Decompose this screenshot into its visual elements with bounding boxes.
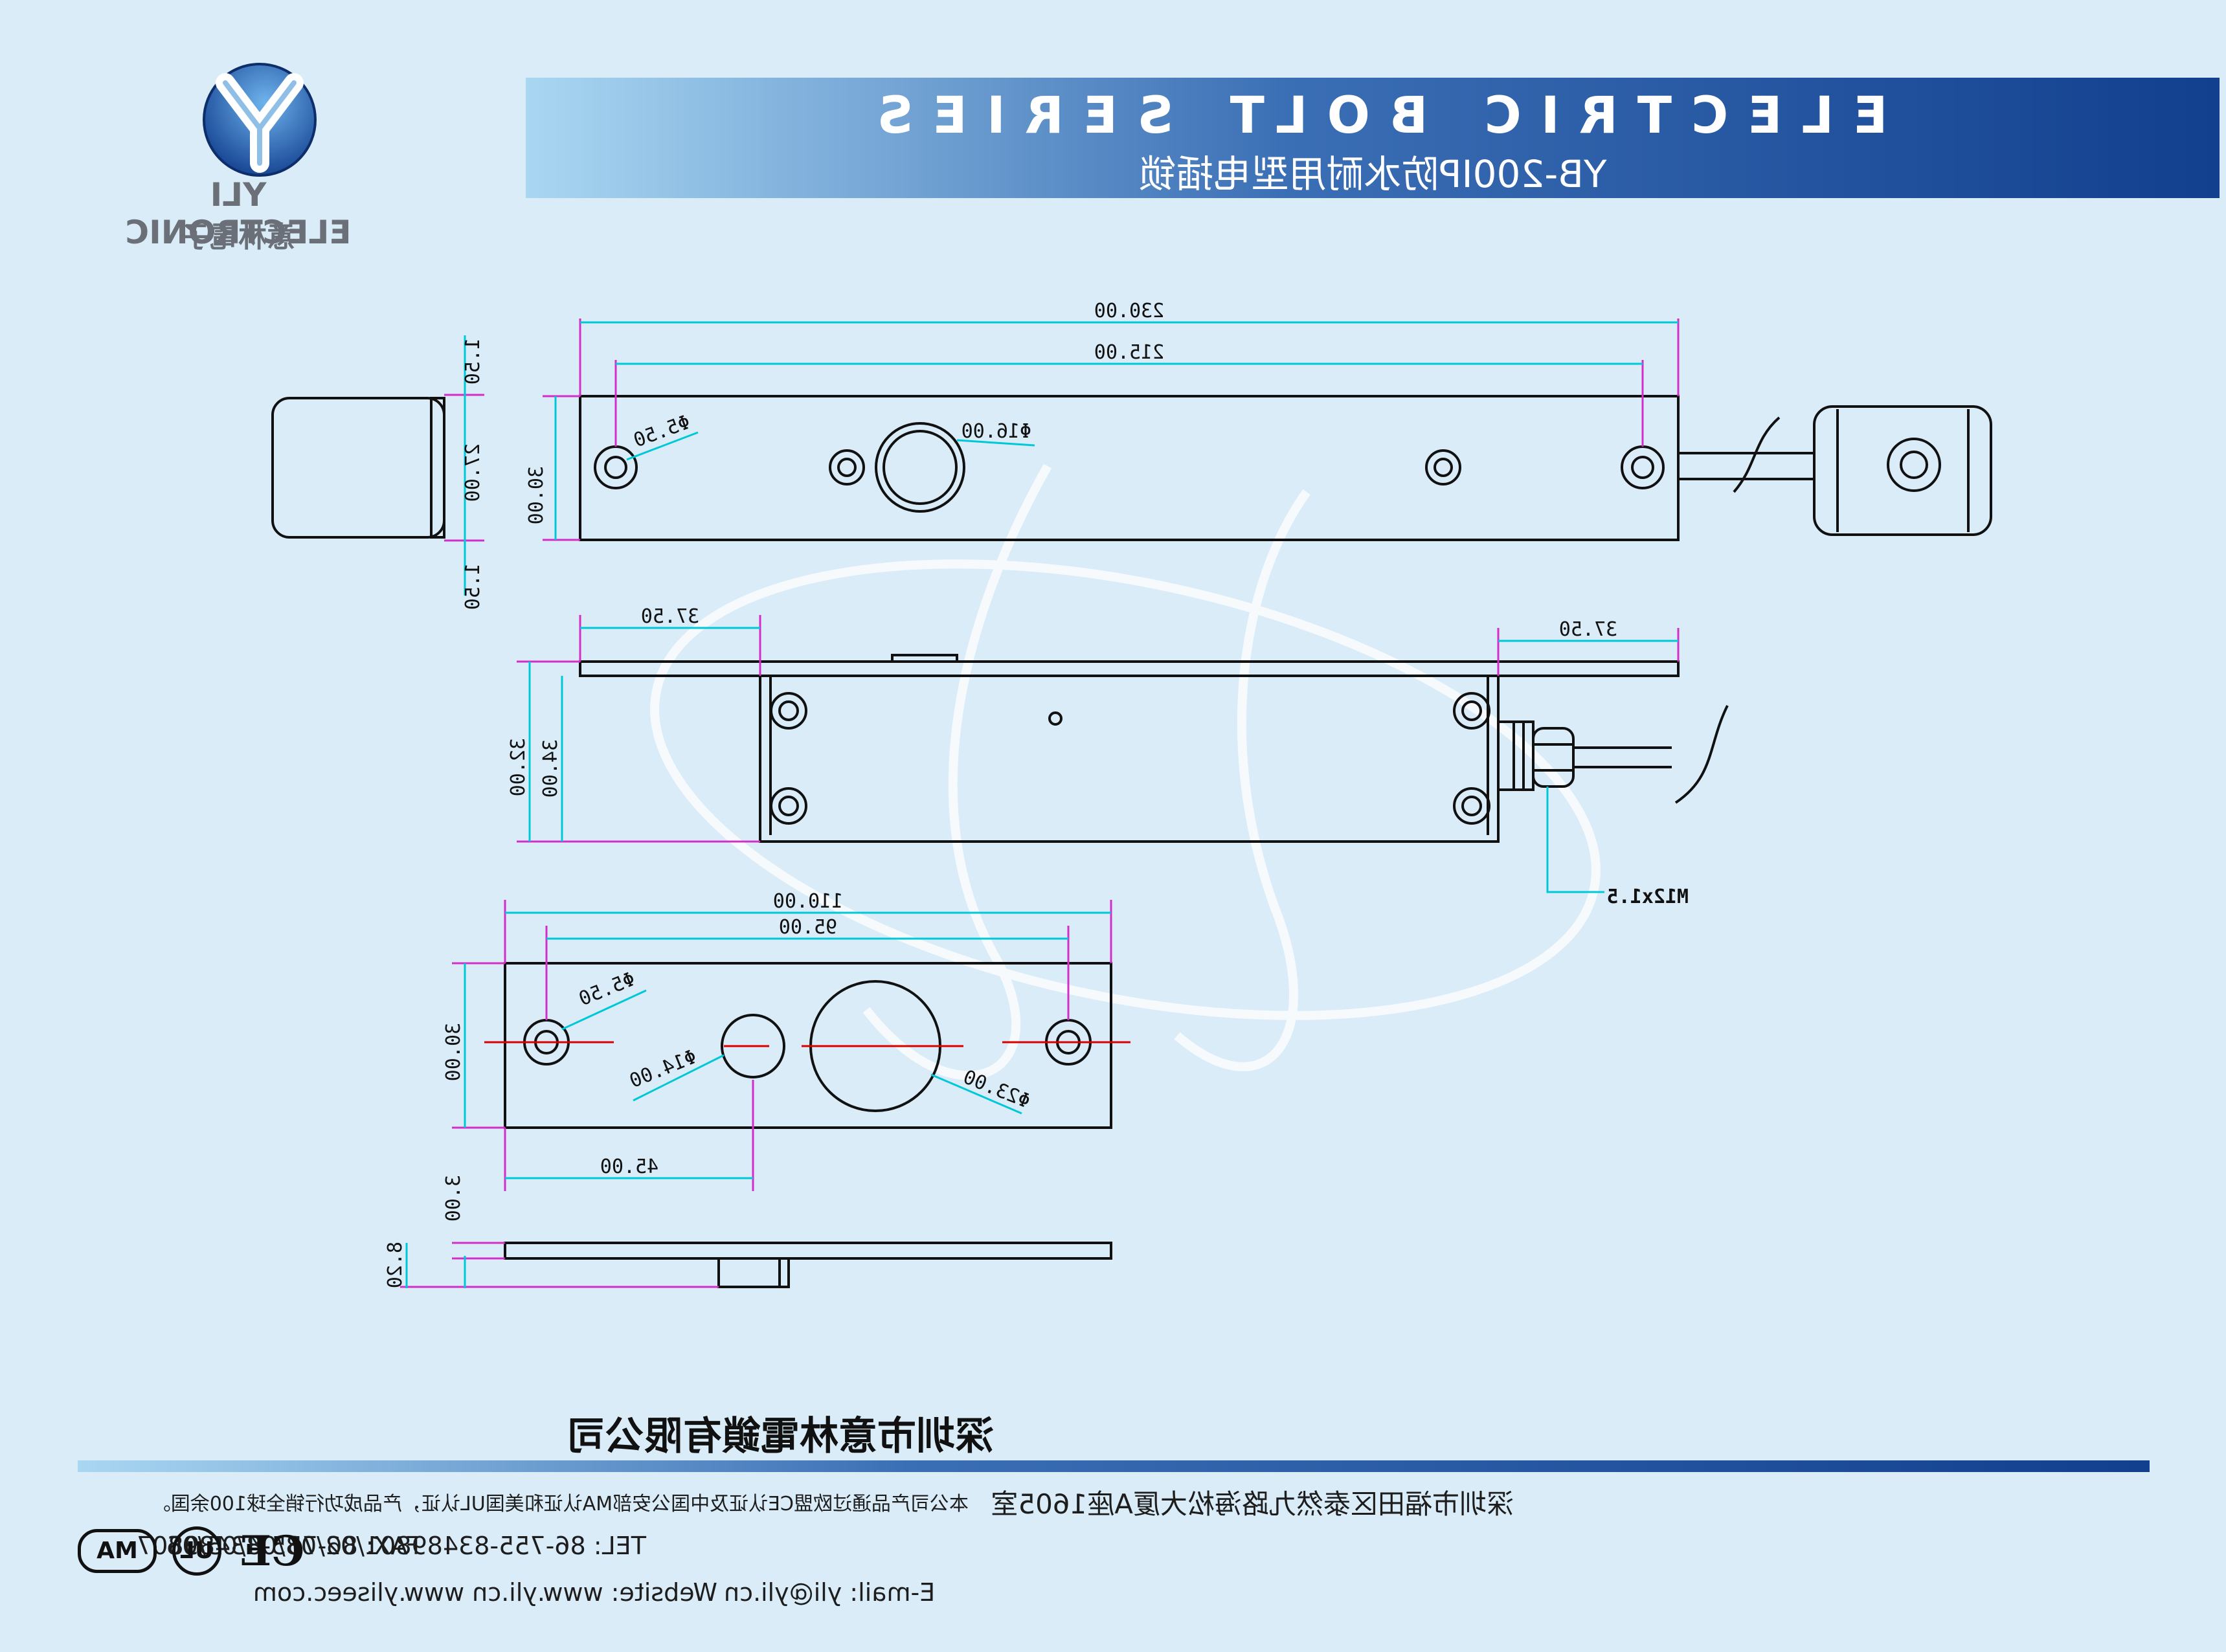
ce-mark-icon: CE — [240, 1527, 304, 1576]
yli-watermark — [650, 463, 1601, 1080]
dim-bolt-dia: Φ16.00 — [961, 420, 1031, 443]
ma-mark-icon: MA — [78, 1529, 157, 1573]
dim-body-height: 34.00 — [539, 739, 562, 798]
dimension-labels: 230.00 215.00 Φ16.00 Φ5.50 30.00 1.50 27… — [384, 300, 1689, 1288]
dim-right-offset: 37.50 — [641, 605, 699, 628]
yli-y-logo-icon — [203, 63, 317, 177]
dim-hole-spacing: 215.00 — [1094, 341, 1164, 364]
dim-top-width: 30.00 — [525, 466, 548, 524]
dim-end-margin-top: 1.50 — [462, 338, 484, 385]
certification-note: 本公司产品通过欧盟CE认证及中国公安部MA认证和美国UL认证，产品成功行销全球1… — [151, 1493, 969, 1515]
company-address: 深圳市福田区泰然九路海松大厦A座1605室 — [991, 1488, 1514, 1520]
dim-strike-hole-dia: Φ5.50 — [576, 968, 638, 1010]
extension-lines — [400, 318, 1680, 1288]
dim-left-offset: 37.50 — [1559, 618, 1617, 641]
dim-inner-height: 32.00 — [507, 738, 530, 796]
company-email: E-mail: yli@yli.cn — [724, 1578, 936, 1607]
dim-strike-width: 30.00 — [442, 1023, 465, 1081]
dim-end-width: 27.00 — [462, 443, 484, 502]
dimension-lines — [405, 321, 1678, 1288]
company-name: 深圳市意林電鎖有限公司 — [567, 1414, 994, 1459]
dim-plate-thickness: 3.00 — [442, 1175, 465, 1222]
side-view — [579, 654, 1729, 843]
dim-bolt-hole-dia: Φ23.00 — [960, 1066, 1034, 1113]
dim-boss-height: 8.20 — [384, 1242, 407, 1288]
top-view — [271, 395, 1992, 541]
dim-sensor-offset: 45.00 — [600, 1155, 658, 1178]
dim-thread: M12x1.5 — [1607, 886, 1689, 908]
footer-rule — [78, 1460, 2150, 1472]
ul-mark-icon: UL — [172, 1526, 221, 1576]
dim-end-margin-bottom: 1.50 — [462, 563, 484, 610]
dim-strike-hole-spacing: 95.00 — [779, 916, 837, 939]
dim-overall-length: 230.00 — [1094, 300, 1164, 322]
company-website: Website: www.yli.cn www.yliseec.com — [253, 1578, 717, 1607]
strike-plate — [504, 962, 1112, 1288]
center-marks — [484, 1041, 1130, 1047]
dim-strike-length: 110.00 — [773, 890, 843, 913]
